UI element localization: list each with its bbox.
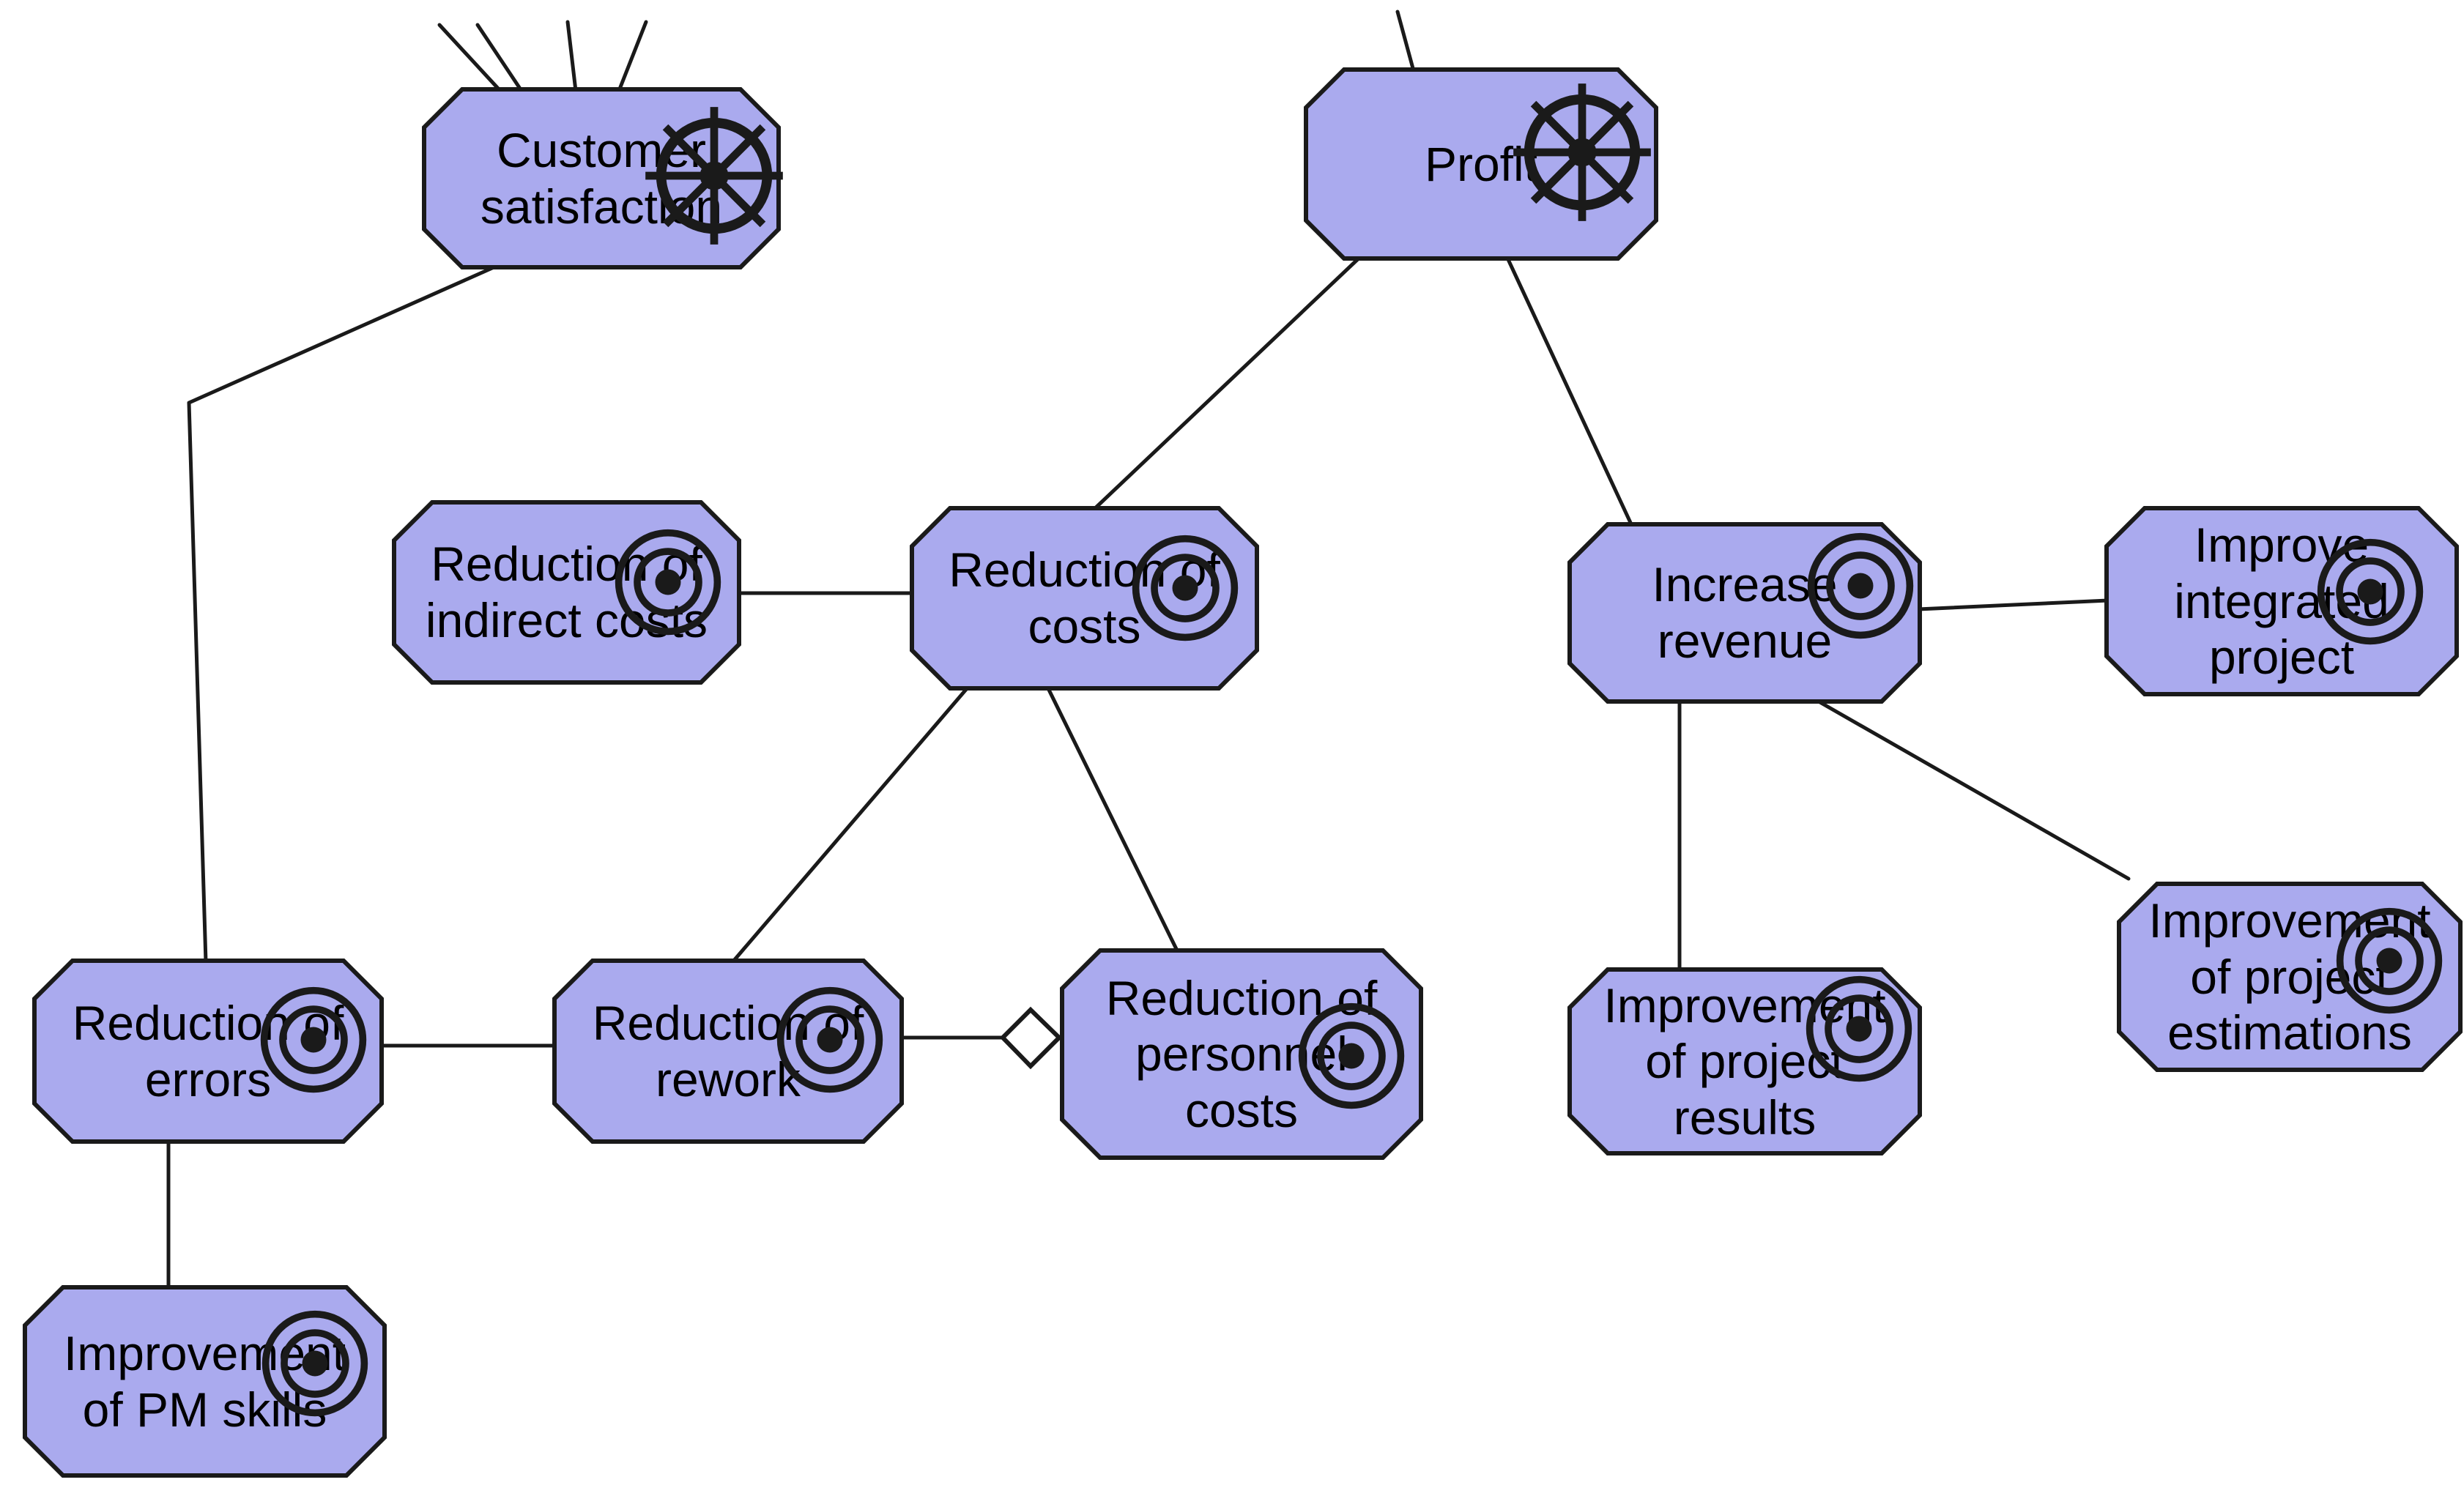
- aggregation-diamond-icon: [999, 1006, 1063, 1070]
- reduction-of-errors-label: Reduction of errors: [72, 995, 344, 1106]
- edge-customer-satisfaction--offscreen-top-3: [565, 20, 578, 93]
- reduction-of-costs-label: Reduction of costs: [949, 543, 1220, 653]
- edge-reduction-of-costs--reduction-of-rework: [730, 685, 971, 964]
- edge-increase-revenue--improvement-of-project-estimations: [1796, 688, 2131, 881]
- improvement-of-project-estimations-label: Improvement of project estimations: [2148, 893, 2431, 1060]
- reduction-of-indirect-costs-label: Reduction of indirect costs: [425, 537, 708, 647]
- increase-revenue-label: Increase revenue: [1652, 557, 1838, 668]
- edge-increase-revenue--improve-integrated-project: [1916, 598, 2110, 611]
- edge-reduction-of-costs--reduction-of-personnel-costs: [1045, 685, 1180, 954]
- edge-customer-satisfaction--offscreen-top-1: [437, 23, 502, 93]
- edge-profit--offscreen-top-5: [1395, 10, 1416, 73]
- improvement-of-project-results-label: Improvement of project results: [1603, 978, 1886, 1145]
- edge-customer-satisfaction--offscreen-top-4: [617, 20, 648, 93]
- profit-label: Profit: [1424, 136, 1538, 191]
- edge-customer-satisfaction--reduction-of-errors: [187, 260, 508, 964]
- reduction-of-personnel-costs-label: Reduction of personnel costs: [1105, 970, 1378, 1137]
- improvement-of-pm-skills-label: Improvement of PM skills: [63, 1325, 346, 1437]
- customer-satisfaction-label: Customer satisfaction: [480, 122, 723, 234]
- improve-integrated-project-label: Improve integrated project: [2174, 518, 2389, 685]
- edge-profit--increase-revenue: [1504, 254, 1634, 528]
- edge-profit--reduction-of-costs: [1091, 254, 1363, 513]
- reduction-of-rework-label: Reduction of rework: [592, 995, 864, 1106]
- edge-customer-satisfaction--offscreen-top-2: [475, 23, 524, 93]
- edges-layer: [166, 10, 2131, 1291]
